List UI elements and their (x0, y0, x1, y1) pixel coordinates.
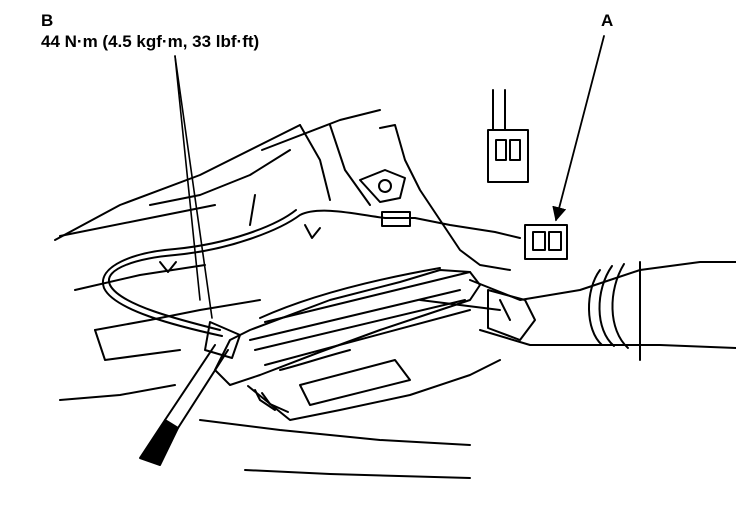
sensor-harness (101, 209, 521, 337)
harness-connector-a (524, 224, 568, 260)
torque-spec-label: 44 N·m (4.5 kgf·m, 33 lbf·ft) (41, 32, 260, 51)
wrench-tool (139, 321, 241, 466)
callout-b-label: B (41, 11, 54, 30)
callout-a-label: A (601, 11, 614, 30)
underbody-panels (54, 109, 511, 479)
mounting-bracket (359, 169, 406, 203)
exhaust-converter (214, 267, 501, 421)
leader-line-a (552, 35, 605, 222)
body-connector (487, 89, 529, 183)
leader-line-b2 (174, 55, 201, 301)
leader-line-b (174, 55, 213, 319)
front-pipe (469, 261, 736, 361)
